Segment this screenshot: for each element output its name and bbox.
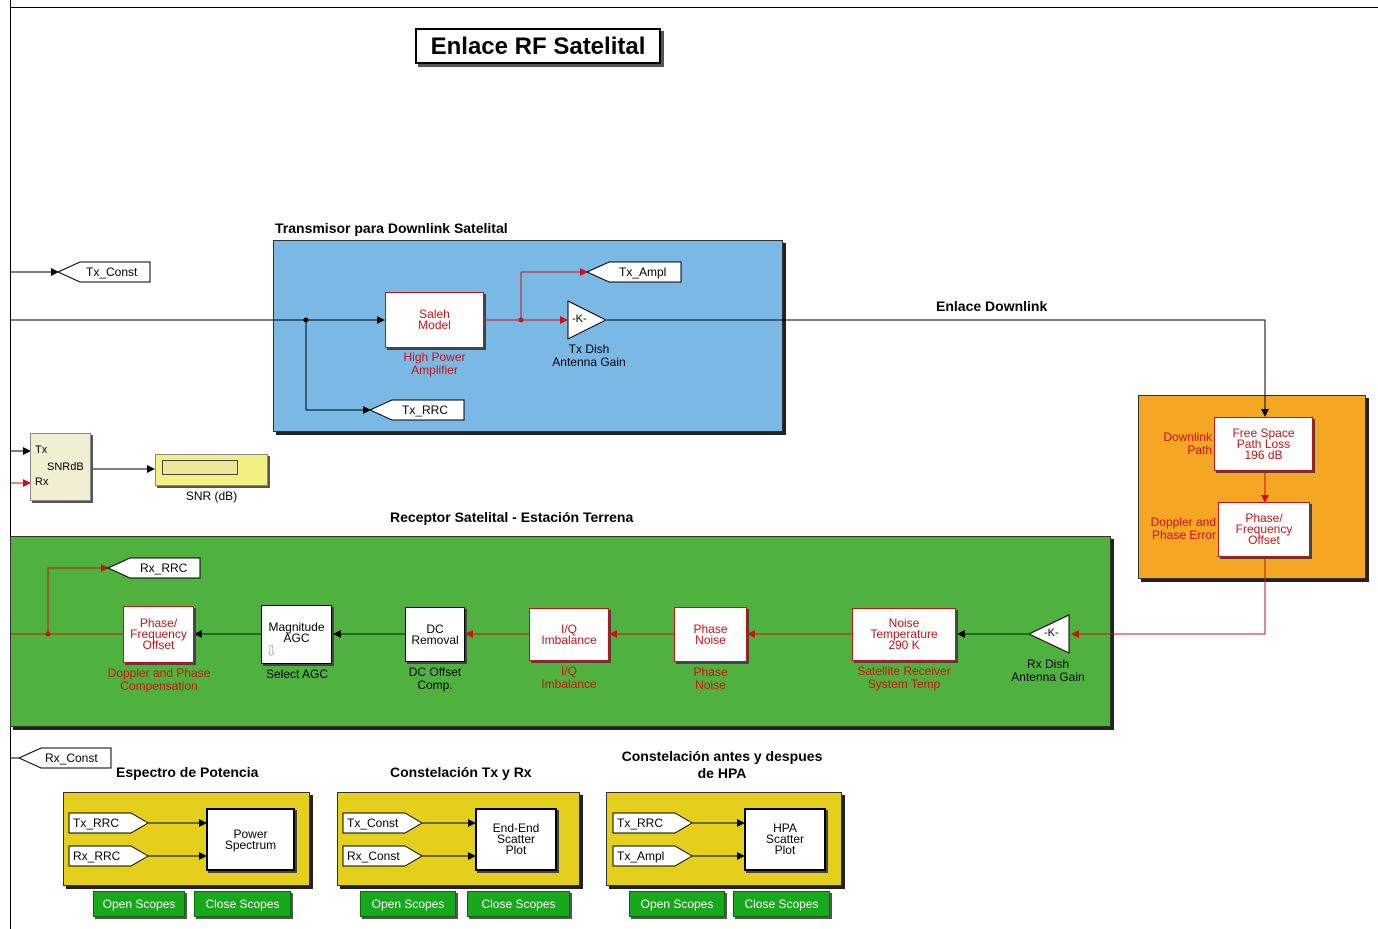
magnitude-agc-block[interactable]: Magnitude AGC ⇩ (261, 605, 332, 664)
goto-tx-ampl[interactable]: Tx_Ampl (585, 261, 682, 283)
tag-label: Tx_Const (86, 265, 138, 279)
from-scope1-in2[interactable]: Rx_RRC (68, 845, 149, 867)
rx-region-title: Receptor Satelital - Estación Terrena (390, 509, 634, 525)
close-scopes-button-hpa[interactable]: Close Scopes (733, 891, 830, 917)
snr-block-label: SNRdB (47, 461, 84, 473)
rx-gain-caption: Rx Dish Antenna Gain (1011, 657, 1085, 684)
doppler-offset-block[interactable]: Phase/ Frequency Offset (1218, 502, 1310, 557)
fspl-caption: Downlink Path (1163, 430, 1212, 457)
snr-port-tx: Tx (35, 444, 48, 456)
from-scope1-in1[interactable]: Tx_RRC (68, 812, 149, 834)
tag-label: Rx_RRC (73, 849, 121, 863)
snr-display-caption: SNR (dB) (185, 489, 238, 503)
from-scope2-in2[interactable]: Rx_Const (342, 845, 423, 867)
snr-port-rx: Rx (35, 476, 49, 488)
tag-label: Rx_Const (45, 751, 98, 765)
noise-temperature-caption: Satellite Receiver System Temp (857, 664, 951, 691)
open-scopes-button-constellation[interactable]: Open Scopes (360, 891, 456, 917)
agc-label: Magnitude AGC (268, 620, 325, 645)
goto-rx-rrc[interactable]: Rx_RRC (106, 557, 201, 579)
goto-tx-rrc[interactable]: Tx_RRC (368, 399, 465, 421)
noise-temperature-block[interactable]: Noise Temperature 290 K (852, 608, 956, 661)
phase-noise-caption: Phase Noise (693, 665, 728, 692)
tag-label: Rx_Const (347, 849, 400, 863)
scope1-title: Espectro de Potencia (116, 764, 259, 780)
canvas-left-border (10, 0, 11, 929)
end-end-scatter-block[interactable]: End-End Scatter Plot (475, 808, 557, 871)
tx-gain-block[interactable]: -K- (567, 300, 608, 340)
downlink-label: Enlace Downlink (936, 298, 1048, 314)
down-arrow-icon: ⇩ (265, 643, 278, 660)
tag-label: Tx_Ampl (619, 265, 667, 279)
tx-region[interactable] (273, 240, 783, 432)
canvas-top-border (10, 7, 1378, 8)
iq-imbalance-block[interactable]: I/Q Imbalance (529, 608, 609, 661)
fspl-block[interactable]: Free Space Path Loss 196 dB (1214, 417, 1313, 471)
dc-removal-caption: DC Offset Comp. (408, 665, 462, 692)
phase-compensation-caption: Doppler and Phase Compensation (107, 666, 211, 693)
tag-label: Tx_RRC (617, 816, 664, 830)
tx-gain-label: -K- (572, 313, 587, 325)
phase-noise-block[interactable]: Phase Noise (674, 607, 747, 662)
goto-rx-const[interactable]: Rx_Const (17, 747, 112, 769)
hpa-scatter-block[interactable]: HPA Scatter Plot (744, 808, 826, 871)
close-scopes-button-constellation[interactable]: Close Scopes (467, 891, 570, 917)
scope2-title: Constelación Tx y Rx (390, 764, 532, 780)
magnitude-agc-caption: Select AGC (265, 667, 329, 681)
from-scope2-in1[interactable]: Tx_Const (342, 812, 423, 834)
snr-display[interactable] (155, 454, 268, 486)
power-spectrum-block[interactable]: Power Spectrum (206, 808, 295, 871)
model-title: Enlace RF Satelital (415, 28, 661, 64)
iq-imbalance-caption: I/Q Imbalance (541, 664, 597, 691)
tag-label: Tx_Ampl (617, 849, 665, 863)
tag-label: Tx_RRC (73, 816, 120, 830)
scope3-title: Constelación antes y despues de HPA (621, 748, 823, 781)
from-scope3-in1[interactable]: Tx_RRC (612, 812, 693, 834)
snr-block[interactable]: Tx SNRdB Rx (30, 433, 91, 501)
dc-removal-block[interactable]: DC Removal (405, 607, 465, 662)
saleh-model-block[interactable]: Saleh Model (385, 292, 484, 348)
from-scope3-in2[interactable]: Tx_Ampl (612, 845, 693, 867)
tag-label: Rx_RRC (140, 561, 188, 575)
rx-gain-label: -K- (1044, 627, 1059, 639)
close-scopes-button-spectrum[interactable]: Close Scopes (194, 891, 291, 917)
goto-tx-const[interactable]: Tx_Const (56, 261, 151, 283)
phase-compensation-block[interactable]: Phase/ Frequency Offset (123, 606, 194, 663)
doppler-offset-caption: Doppler and Phase Error (1150, 515, 1216, 542)
open-scopes-button-hpa[interactable]: Open Scopes (629, 891, 725, 917)
snr-display-field (162, 460, 238, 475)
tag-label: Tx_RRC (402, 403, 449, 417)
saleh-caption: High Power Amplifier (403, 350, 466, 377)
open-scopes-button-spectrum[interactable]: Open Scopes (93, 891, 185, 917)
rx-gain-block[interactable]: -K- (1027, 614, 1070, 654)
tag-label: Tx_Const (347, 816, 399, 830)
tx-region-title: Transmisor para Downlink Satelital (275, 220, 508, 236)
tx-gain-caption: Tx Dish Antenna Gain (552, 342, 626, 369)
